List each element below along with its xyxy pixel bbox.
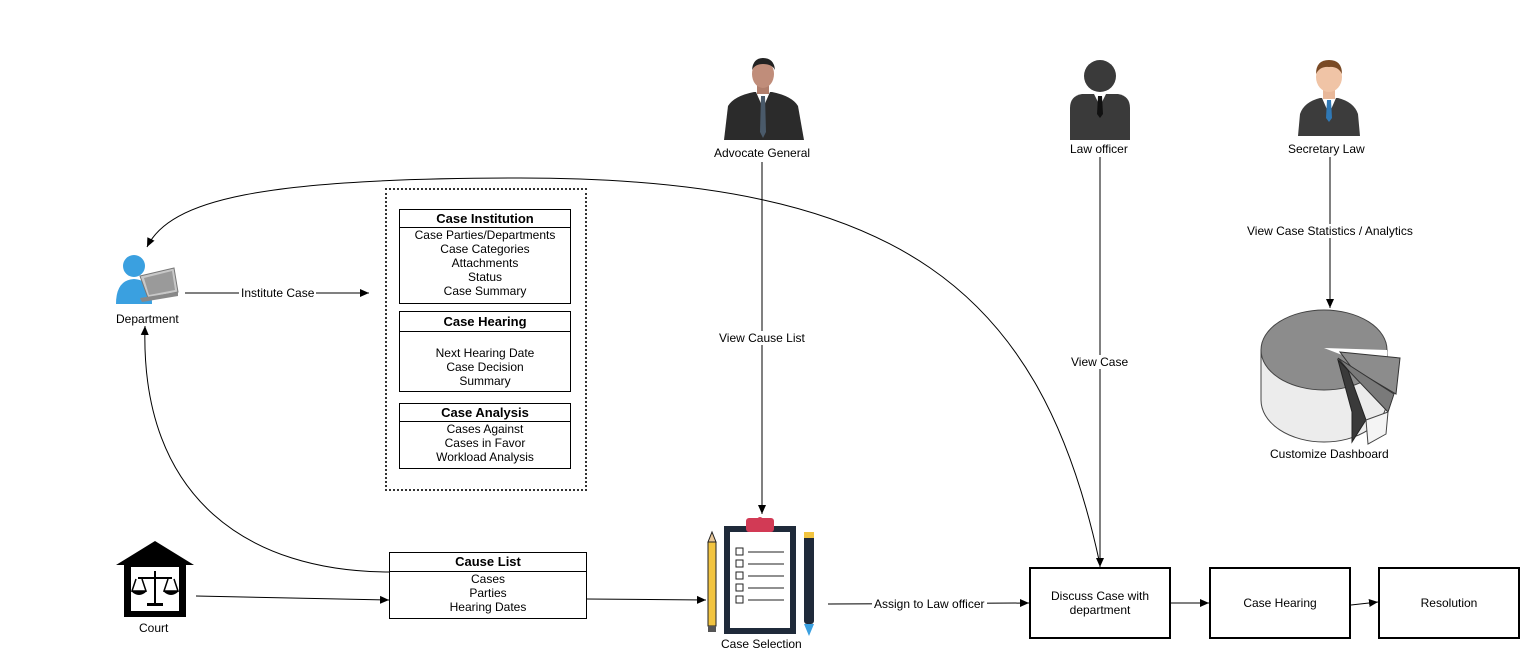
list-item: Summary	[459, 374, 511, 388]
law-officer-icon	[1070, 60, 1130, 140]
case-details-group	[385, 188, 587, 491]
list-item: Case Decision	[446, 360, 524, 374]
case-institution-card: Case Institution Case Parties/Department…	[399, 209, 571, 304]
list-item: Case Summary	[443, 284, 527, 298]
list-item: Status	[467, 270, 503, 284]
view-statistics-label: View Case Statistics / Analytics	[1245, 224, 1415, 238]
pie-chart-icon	[1260, 309, 1401, 445]
edge-discuss-to-department	[146, 177, 1100, 561]
case-institution-title: Case Institution	[400, 210, 570, 228]
case-hearing-label: Case Hearing	[1243, 596, 1317, 610]
case-hearing-card-items: Next Hearing Date Case Decision Summary	[400, 332, 570, 388]
list-item: Case Parties/Departments	[414, 228, 556, 242]
customize-dashboard-label: Customize Dashboard	[1270, 447, 1389, 461]
advocate-general-icon	[724, 58, 804, 140]
list-item: Cases in Favor	[444, 436, 526, 450]
edge-court-to-causelist	[195, 595, 390, 604]
case-selection-clipboard-icon	[707, 517, 814, 636]
case-hearing-card-title: Case Hearing	[400, 312, 570, 332]
edge-causelist-to-selection	[585, 595, 707, 604]
law-officer-label: Law officer	[1070, 142, 1128, 156]
secretary-law-label: Secretary Law	[1288, 142, 1365, 156]
secretary-law-icon	[1298, 60, 1360, 136]
discuss-case-box: Discuss Case with department	[1029, 567, 1171, 639]
department-user-icon	[116, 255, 179, 304]
department-label: Department	[116, 312, 179, 326]
list-item: Workload Analysis	[436, 450, 534, 464]
court-icon	[116, 541, 194, 617]
list-item: Cases	[470, 572, 505, 586]
list-item: Hearing Dates	[449, 600, 527, 614]
case-analysis-card: Case Analysis Cases Against Cases in Fav…	[399, 403, 571, 469]
resolution-box: Resolution	[1378, 567, 1520, 639]
assign-label: Assign to Law officer	[872, 597, 987, 611]
court-label: Court	[139, 621, 169, 635]
list-item: Parties	[469, 586, 507, 600]
case-hearing-card: Case Hearing Next Hearing Date Case Deci…	[399, 311, 571, 392]
advocate-general-label: Advocate General	[714, 146, 811, 160]
cause-list-items: Cases Parties Hearing Dates	[390, 572, 586, 614]
view-cause-list-label: View Cause List	[717, 331, 807, 345]
edge-causelist-to-department	[140, 325, 391, 573]
case-analysis-items: Cases Against Cases in Favor Workload An…	[400, 422, 570, 464]
cause-list-title: Cause List	[390, 553, 586, 572]
case-hearing-box: Case Hearing	[1209, 567, 1351, 639]
case-institution-items: Case Parties/Departments Case Categories…	[400, 228, 570, 298]
list-item: Attachments	[451, 256, 519, 270]
institute-case-label: Institute Case	[239, 286, 317, 300]
list-item: Next Hearing Date	[435, 346, 535, 360]
list-item: Cases Against	[446, 422, 524, 436]
list-item: Case Categories	[440, 242, 530, 256]
case-analysis-title: Case Analysis	[400, 404, 570, 422]
discuss-case-label: Discuss Case with department	[1050, 589, 1150, 617]
cause-list-card: Cause List Cases Parties Hearing Dates	[389, 552, 587, 619]
case-selection-label: Case Selection	[721, 637, 802, 651]
view-case-label: View Case	[1069, 355, 1131, 369]
edge-hearing-to-resolution	[1350, 599, 1379, 607]
resolution-label: Resolution	[1420, 596, 1478, 610]
